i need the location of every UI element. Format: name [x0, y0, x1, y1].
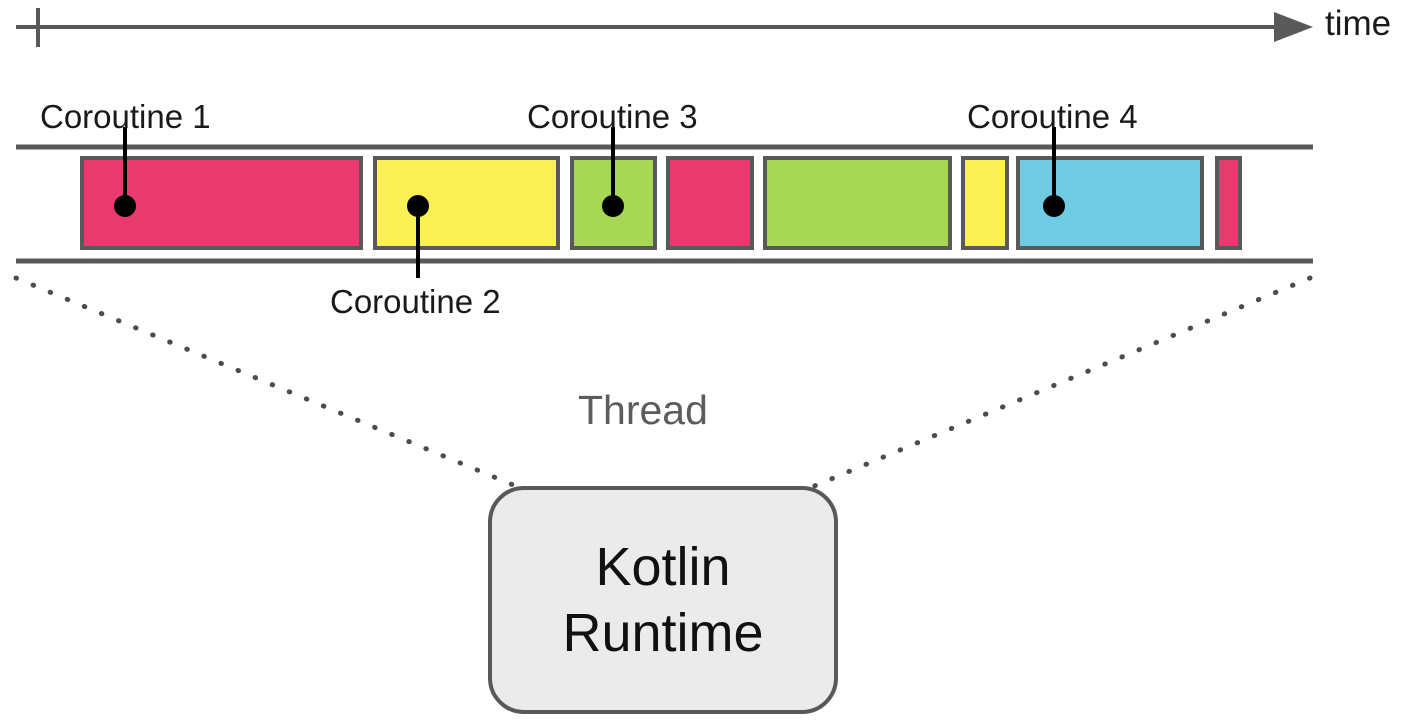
thread-track-rails	[16, 144, 1313, 264]
time-axis-label: time	[1325, 4, 1392, 43]
kotlin-runtime-box[interactable]	[488, 486, 838, 714]
kotlin-runtime-box-group[interactable]	[488, 486, 838, 714]
coroutine-block-yellow[interactable]	[961, 156, 1009, 250]
callout-dot-coroutine-2	[407, 195, 429, 217]
callout-dot-coroutine-3	[602, 195, 624, 217]
callout-label-coroutine-3: Coroutine 3	[527, 98, 698, 135]
callout-dot-coroutine-1	[114, 195, 136, 217]
coroutine-callouts-layer	[114, 127, 1065, 278]
thread-label: Thread	[578, 387, 708, 433]
coroutine-block-pink[interactable]	[666, 156, 754, 250]
coroutine-block-pink[interactable]	[1215, 156, 1242, 250]
callout-dot-coroutine-4	[1043, 195, 1065, 217]
time-axis-group	[16, 8, 1313, 47]
dotted-right	[809, 275, 1313, 490]
callout-label-coroutine-4: Coroutine 4	[967, 98, 1138, 135]
coroutine-block-yellow[interactable]	[373, 156, 560, 250]
callout-label-coroutine-1: Coroutine 1	[40, 98, 211, 135]
time-axis-arrowhead	[1274, 12, 1313, 42]
dotted-connectors-layer	[13, 275, 1313, 490]
coroutine-blocks-layer	[80, 156, 1242, 250]
coroutine-block-green[interactable]	[763, 156, 952, 250]
dotted-left	[13, 275, 521, 490]
callout-label-coroutine-2: Coroutine 2	[330, 283, 501, 320]
